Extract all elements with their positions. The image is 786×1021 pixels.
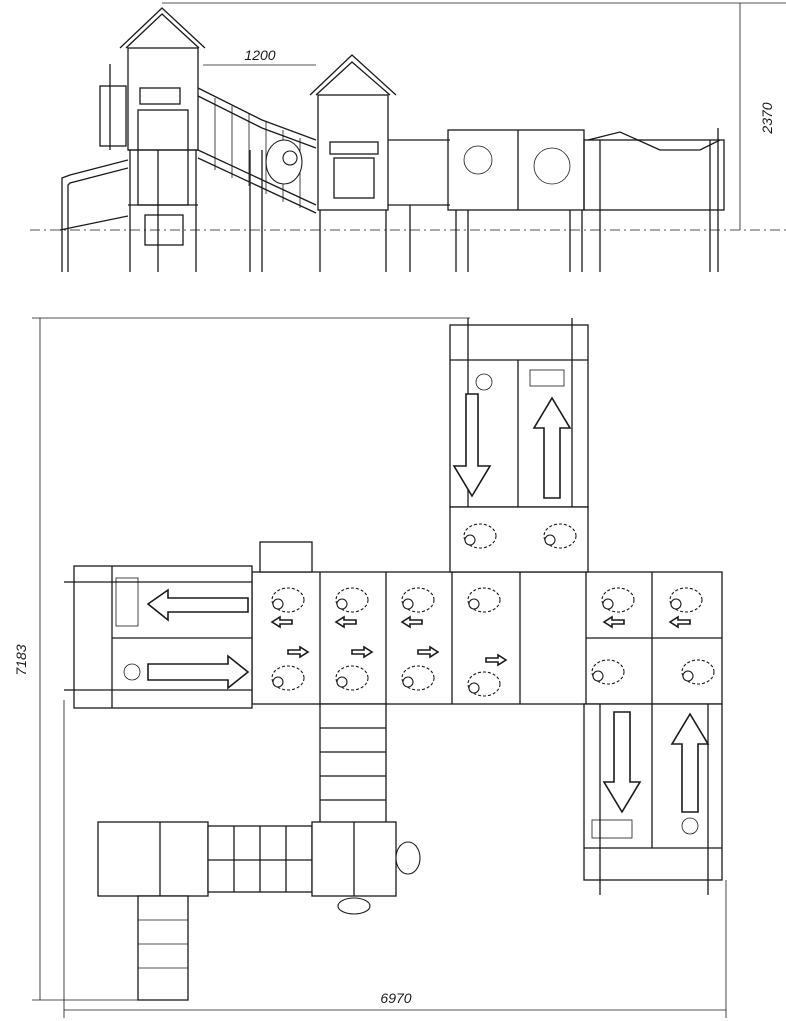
left-tower [59,7,206,272]
deck-arrows [270,615,691,667]
sheep-icon [335,665,369,691]
activity-board [259,541,313,573]
plan-view: 7183 6970 [13,317,727,1018]
top-wing [449,318,589,573]
right-tower [309,54,450,272]
sheep-icon [401,665,435,691]
elevation-view: 2370 1200 [30,2,786,272]
activity-panels [447,128,725,272]
sheep-icon [463,523,497,549]
sheep-icon [271,587,305,613]
sheep-icon [467,587,501,613]
sheep-icon [467,671,501,697]
sheep-icon [591,659,625,685]
sheep-icon [543,523,577,549]
width-dimension: 6970 [380,990,411,1006]
sheep-icons [271,523,715,697]
ladder [319,703,387,829]
sheep-icon [401,587,435,613]
height-dimension: 2370 [759,102,775,134]
arrow-icon [334,615,357,629]
sheep-icon [601,587,635,613]
lower-tower [97,821,421,1001]
left-wing [64,565,253,709]
sheep-icon [335,587,369,613]
arrow-icon [602,615,625,629]
arrow-icon [287,645,310,659]
sheep-icon [271,665,305,691]
arrow-icon [270,615,293,629]
arrow-icon [400,615,423,629]
depth-dimension: 7183 [13,644,29,675]
arrow-icon [485,653,508,667]
span-dimension: 1200 [244,47,275,63]
sheep-icon [669,587,703,613]
rope-bridge [197,87,317,272]
arrow-icon [351,645,374,659]
arrow-icon [668,615,691,629]
arrow-icon [417,645,440,659]
right-wing [583,703,723,895]
sheep-icon [681,659,715,685]
